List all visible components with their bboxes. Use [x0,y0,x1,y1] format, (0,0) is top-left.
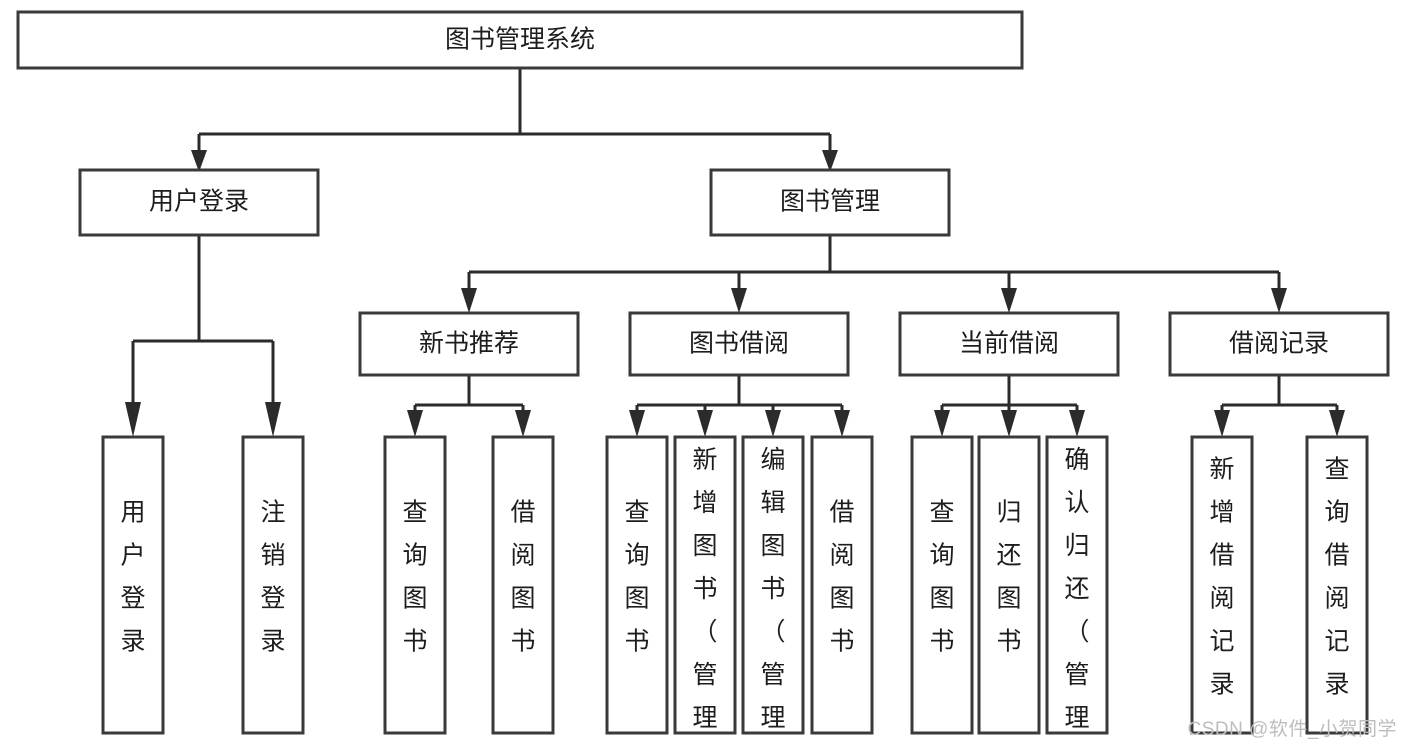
node-leaf-user-logout-box[interactable] [241,435,305,735]
node-borrow-record-label: 借阅记录 [1229,330,1329,358]
node-book-borrow-box[interactable] [628,311,850,377]
arrow-head-book-manage [822,150,838,172]
arrow-head-leaf-user-logout [265,402,281,437]
arrow-head-leaf-borrow-book-2 [834,410,850,437]
node-leaf-confirm-return-label: 确认归还（管理员） [1064,446,1089,747]
node-book-manage[interactable]: 图书管理 [709,168,951,237]
node-leaf-query-book-1-box[interactable] [383,435,447,735]
node-borrow-record-box[interactable] [1168,311,1390,377]
node-leaf-query-book-2-box[interactable] [605,435,669,735]
node-leaf-confirm-return-box[interactable] [1045,435,1109,735]
node-current-borrow-label: 当前借阅 [959,330,1059,358]
node-leaf-query-book-2[interactable]: 查询图书 [605,435,669,735]
node-user-login[interactable]: 用户登录 [78,168,320,237]
node-user-login-box[interactable] [78,168,320,237]
node-leaf-add-book[interactable]: 新增图书（管理员） [673,435,737,747]
node-leaf-user-login-box[interactable] [101,435,165,735]
node-leaf-confirm-return[interactable]: 确认归还（管理员） [1045,435,1109,747]
node-leaf-add-record[interactable]: 新增借阅记录 [1190,435,1254,735]
node-leaf-add-record-label: 新增借阅记录 [1209,456,1234,699]
arrow-head-leaf-query-book-2 [629,410,645,437]
node-leaf-borrow-book-2-box[interactable] [810,435,874,735]
node-leaf-query-record-box[interactable] [1305,435,1369,735]
node-root[interactable]: 图书管理系统 [16,10,1024,70]
node-book-manage-label: 图书管理 [780,188,880,216]
node-current-borrow-box[interactable] [898,311,1120,377]
node-new-book-rec-box[interactable] [358,311,580,377]
node-book-borrow[interactable]: 图书借阅 [628,311,850,377]
node-leaf-user-logout[interactable]: 注销登录 [241,435,305,735]
node-leaf-query-book-3-box[interactable] [910,435,974,735]
node-leaf-borrow-book-1-box[interactable] [491,435,555,735]
node-user-login-label: 用户登录 [149,188,249,216]
node-current-borrow[interactable]: 当前借阅 [898,311,1120,377]
arrow-head-leaf-query-book-1 [407,410,423,437]
node-leaf-query-book-3-label: 查询图书 [929,499,954,656]
arrow-head-leaf-borrow-book-1 [515,410,531,437]
node-leaf-user-logout-label: 注销登录 [260,499,285,656]
arrow-head-leaf-user-login [125,402,141,437]
node-leaf-query-book-1-label: 查询图书 [402,499,427,656]
connector-layer [125,68,1345,437]
node-new-book-rec[interactable]: 新书推荐 [358,311,580,377]
node-leaf-edit-book[interactable]: 编辑图书（管理员） [741,435,805,747]
node-leaf-edit-book-box[interactable] [741,435,805,735]
node-leaf-edit-book-label: 编辑图书（管理员） [760,446,785,747]
node-book-manage-box[interactable] [709,168,951,237]
node-leaf-borrow-book-2-label: 借阅图书 [829,499,854,656]
node-leaf-add-record-box[interactable] [1190,435,1254,735]
node-root-label: 图书管理系统 [445,26,595,54]
node-book-borrow-label: 图书借阅 [689,330,789,358]
node-leaf-borrow-book-1[interactable]: 借阅图书 [491,435,555,735]
node-new-book-rec-label: 新书推荐 [419,330,519,358]
node-root-box[interactable] [16,10,1024,70]
node-leaf-query-book-1[interactable]: 查询图书 [383,435,447,735]
node-leaf-borrow-book-1-label: 借阅图书 [510,499,535,656]
arrow-head-leaf-query-record [1329,410,1345,437]
arrow-head-leaf-confirm-return [1069,410,1085,437]
node-leaf-borrow-book-2[interactable]: 借阅图书 [810,435,874,735]
arrow-head-current-borrow [1001,288,1017,313]
node-borrow-record[interactable]: 借阅记录 [1168,311,1390,377]
node-leaf-return-book[interactable]: 归还图书 [977,435,1041,735]
arrow-head-leaf-add-record [1214,410,1230,437]
node-leaf-user-login-label: 用户登录 [120,499,145,656]
node-leaf-query-book-3[interactable]: 查询图书 [910,435,974,735]
node-leaf-return-book-label: 归还图书 [996,499,1021,656]
arrow-head-leaf-edit-book [765,410,781,437]
node-leaf-query-record-label: 查询借阅记录 [1324,456,1349,699]
node-leaf-query-record[interactable]: 查询借阅记录 [1305,435,1369,735]
arrow-head-leaf-query-book-3 [934,410,950,437]
arrow-head-book-borrow [731,288,747,313]
arrow-head-leaf-add-book [697,410,713,437]
node-leaf-add-book-box[interactable] [673,435,737,735]
arrow-head-user-login [191,150,207,172]
arrow-head-new-book-rec [461,288,477,313]
node-leaf-user-login[interactable]: 用户登录 [101,435,165,735]
arrow-head-borrow-record [1271,288,1287,313]
node-leaf-query-book-2-label: 查询图书 [624,499,649,656]
node-leaf-return-book-box[interactable] [977,435,1041,735]
csdn-watermark: CSDN @软件_小贺同学 [1187,719,1397,740]
node-leaf-add-book-label: 新增图书（管理员） [692,446,717,747]
arrow-head-leaf-return-book [1001,410,1017,437]
